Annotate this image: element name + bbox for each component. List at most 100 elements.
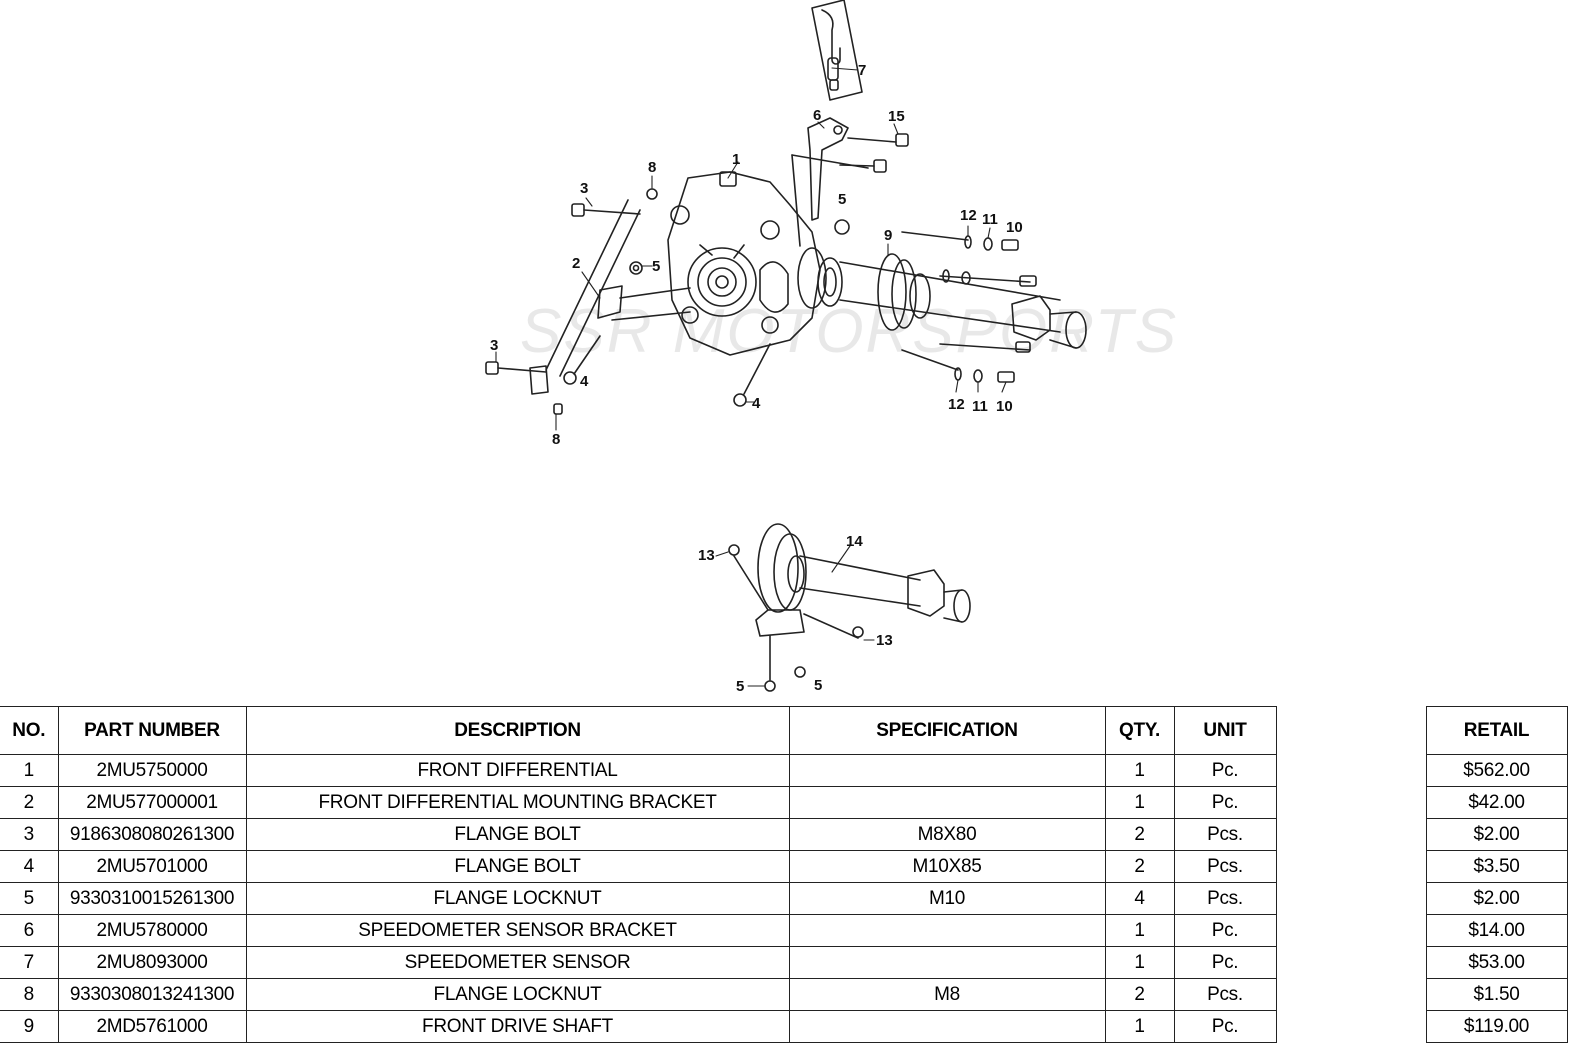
cell-retail: $1.50 xyxy=(1425,978,1568,1011)
cell-no: 1 xyxy=(0,754,59,787)
cell-description: FLANGE LOCKNUT xyxy=(245,882,790,915)
cell-part-number: 2MU5780000 xyxy=(57,914,247,947)
cell-specification: M10 xyxy=(788,882,1106,915)
cell-retail: $119.00 xyxy=(1425,1010,1568,1043)
cell-qty: 2 xyxy=(1104,818,1175,851)
cell-description: FLANGE LOCKNUT xyxy=(245,978,790,1011)
cell-part-number: 9186308080261300 xyxy=(57,818,247,851)
callout-10-bottom: 10 xyxy=(996,398,1013,415)
cell-qty: 1 xyxy=(1104,946,1175,979)
cell-unit: Pcs. xyxy=(1173,882,1277,915)
cell-specification xyxy=(788,754,1106,787)
header-qty: QTY. xyxy=(1104,706,1175,755)
cell-part-number: 9330310015261300 xyxy=(57,882,247,915)
callout-11-bottom: 11 xyxy=(972,398,988,415)
mounting-bracket-drawing xyxy=(529,199,691,395)
differential-housing-drawing xyxy=(667,171,821,356)
cell-retail: $3.50 xyxy=(1425,850,1568,883)
table-header-row: NO. PART NUMBER DESCRIPTION SPECIFICATIO… xyxy=(0,706,1568,755)
cell-blank xyxy=(1275,978,1427,1011)
cell-qty: 1 xyxy=(1104,754,1175,787)
callout-15: 15 xyxy=(888,108,905,125)
bolt-15-drawing xyxy=(839,133,909,173)
cell-blank xyxy=(1275,946,1427,979)
cell-qty: 2 xyxy=(1104,978,1175,1011)
callout-13-right: 13 xyxy=(876,632,893,649)
cell-qty: 1 xyxy=(1104,1010,1175,1043)
header-unit: UNIT xyxy=(1173,706,1277,755)
cell-description: FRONT DIFFERENTIAL xyxy=(245,754,790,787)
cell-no: 7 xyxy=(0,946,59,979)
cell-blank xyxy=(1275,818,1427,851)
exploded-parts-diagram: 7 6 15 8 1 3 5 12 11 10 9 2 5 3 4 4 12 1… xyxy=(485,0,1087,695)
leader-lines xyxy=(495,67,1007,687)
callout-4-bracket: 4 xyxy=(580,373,589,390)
front-drive-shaft-drawing xyxy=(839,231,1087,371)
cell-unit: Pcs. xyxy=(1173,850,1277,883)
cell-qty: 1 xyxy=(1104,786,1175,819)
callout-2: 2 xyxy=(572,255,580,272)
cell-unit: Pc. xyxy=(1173,786,1277,819)
cell-qty: 4 xyxy=(1104,882,1175,915)
cell-description: SPEEDOMETER SENSOR BRACKET xyxy=(245,914,790,947)
speedometer-sensor-drawing xyxy=(811,0,863,101)
callout-12-top: 12 xyxy=(960,207,977,224)
cell-description: FRONT DRIVE SHAFT xyxy=(245,1010,790,1043)
callout-6: 6 xyxy=(813,107,821,124)
cell-retail: $2.00 xyxy=(1425,818,1568,851)
cell-no: 2 xyxy=(0,786,59,819)
cell-retail: $2.00 xyxy=(1425,882,1568,915)
cell-retail: $42.00 xyxy=(1425,786,1568,819)
cell-qty: 1 xyxy=(1104,914,1175,947)
cell-unit: Pcs. xyxy=(1173,818,1277,851)
cell-description: SPEEDOMETER SENSOR xyxy=(245,946,790,979)
cell-part-number: 2MU8093000 xyxy=(57,946,247,979)
callout-5-lower-left: 5 xyxy=(736,678,744,695)
callout-8-bottom: 8 xyxy=(552,431,560,448)
cell-blank xyxy=(1275,914,1427,947)
fasteners-3-4-5-8-drawing xyxy=(485,188,771,415)
cell-specification xyxy=(788,914,1106,947)
flange-drawing xyxy=(797,219,850,309)
cell-description: FRONT DIFFERENTIAL MOUNTING BRACKET xyxy=(245,786,790,819)
callout-4-housing: 4 xyxy=(752,395,761,412)
cell-no: 6 xyxy=(0,914,59,947)
callout-9: 9 xyxy=(884,227,892,244)
callout-5-bracket: 5 xyxy=(652,258,660,275)
parts-table: NO. PART NUMBER DESCRIPTION SPECIFICATIO… xyxy=(0,706,1568,1043)
header-description: DESCRIPTION xyxy=(245,706,790,755)
sensor-bracket-drawing xyxy=(791,117,869,247)
support-bearing-drawing xyxy=(728,523,971,692)
cell-specification: M8 xyxy=(788,978,1106,1011)
cell-part-number: 2MU5701000 xyxy=(57,850,247,883)
header-part-number: PART NUMBER xyxy=(57,706,247,755)
cell-no: 4 xyxy=(0,850,59,883)
callout-3-bottom: 3 xyxy=(490,337,498,354)
header-blank xyxy=(1275,706,1427,755)
cell-no: 8 xyxy=(0,978,59,1011)
cell-unit: Pc. xyxy=(1173,1010,1277,1043)
cell-blank xyxy=(1275,882,1427,915)
callout-8-top: 8 xyxy=(648,159,656,176)
cell-blank xyxy=(1275,850,1427,883)
cell-specification: M10X85 xyxy=(788,850,1106,883)
cell-no: 3 xyxy=(0,818,59,851)
cell-specification xyxy=(788,786,1106,819)
cell-blank xyxy=(1275,786,1427,819)
header-retail: RETAIL xyxy=(1425,706,1568,755)
callout-5-lower-right: 5 xyxy=(814,677,822,694)
cell-unit: Pcs. xyxy=(1173,978,1277,1011)
callout-12-bottom: 12 xyxy=(948,396,965,413)
cell-part-number: 9330308013241300 xyxy=(57,978,247,1011)
cell-part-number: 2MD5761000 xyxy=(57,1010,247,1043)
cell-unit: Pc. xyxy=(1173,754,1277,787)
cell-unit: Pc. xyxy=(1173,946,1277,979)
